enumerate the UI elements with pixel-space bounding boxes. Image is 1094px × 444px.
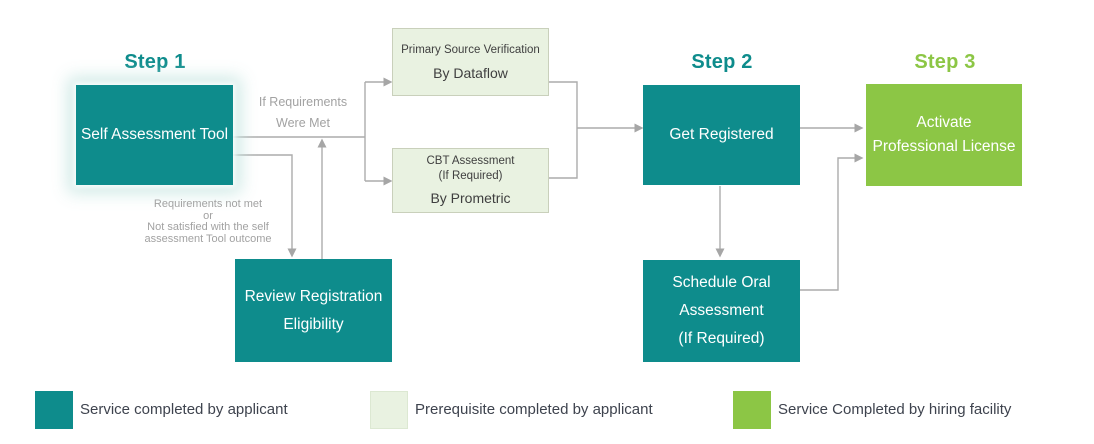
legend-item-applicant-service: Service completed by applicant <box>35 390 288 429</box>
box-label-line: Professional License <box>872 138 1016 155</box>
legend-item-prerequisite: Prerequisite completed by applicant <box>370 390 653 429</box>
box-label-line: By Dataflow <box>433 64 508 81</box>
box-label-line: (If Required) <box>678 330 765 347</box>
connector-self-to-review <box>233 154 297 258</box>
connector-merge-vertical <box>549 81 578 179</box>
requirements-not-met-label: Requirements not met or Not satisfied wi… <box>128 198 288 245</box>
legend-label: Service Completed by hiring facility <box>778 401 1012 418</box>
box-label-line: CBT Assessment <box>426 155 515 167</box>
legend-label: Service completed by applicant <box>80 401 288 418</box>
step-1-heading: Step 1 <box>124 51 186 73</box>
box-label-line: Primary Source Verification <box>401 43 540 56</box>
box-label-line: Review Registration <box>244 287 383 305</box>
box-self-assessment-tool: Self Assessment Tool <box>76 85 233 185</box>
box-primary-source-verification: Primary Source Verification By Dataflow <box>392 28 549 96</box>
step-2-heading: Step 2 <box>691 51 753 73</box>
annotation-line: Requirements not met <box>153 198 263 210</box>
legend-label: Prerequisite completed by applicant <box>415 401 653 418</box>
annotation-line: or <box>203 209 213 222</box>
annotation-line: Not satisfied with the self <box>147 221 269 234</box>
box-review-registration-eligibility: Review Registration Eligibility <box>235 259 392 362</box>
box-label-line: Schedule Oral <box>672 274 771 291</box>
legend-swatch-green <box>733 390 771 429</box>
annotation-line: Were Met <box>276 116 330 130</box>
box-label-line: Activate <box>916 114 972 131</box>
box-label-line: (If Required) <box>438 170 503 182</box>
box-label-line: By Prometric <box>430 190 511 206</box>
annotation-line: assessment Tool outcome <box>144 232 272 245</box>
box-label: Self Assessment Tool <box>80 126 229 143</box>
box-activate-professional-license: Activate Professional License <box>866 84 1022 186</box>
box-schedule-oral-assessment: Schedule Oral Assessment (If Required) <box>643 260 800 362</box>
step-3-heading: Step 3 <box>914 51 976 73</box>
box-label-line: Assessment <box>679 302 764 319</box>
requirements-met-label: If Requirements Were Met <box>233 92 373 134</box>
legend-item-hiring-facility: Service Completed by hiring facility <box>733 390 1011 429</box>
connector-schedule-to-activate <box>800 153 864 291</box>
box-get-registered: Get Registered <box>643 85 800 185</box>
legend-swatch-teal <box>35 390 73 429</box>
box-label-line: Eligibility <box>283 315 344 333</box>
box-cbt-assessment: CBT Assessment (If Required) By Prometri… <box>392 148 549 213</box>
annotation-line: If Requirements <box>258 95 348 109</box>
box-label: Get Registered <box>669 126 774 143</box>
legend-swatch-light-green <box>370 390 408 429</box>
